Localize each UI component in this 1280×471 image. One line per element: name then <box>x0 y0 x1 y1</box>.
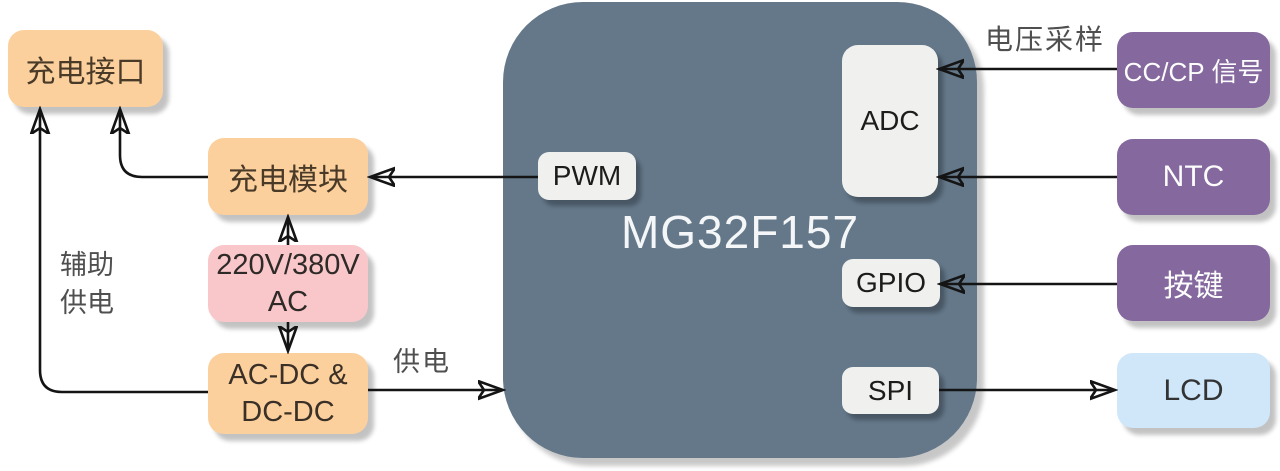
label-aux-power: 辅助 供电 <box>60 246 114 322</box>
peripheral-adc: ADC <box>842 45 938 197</box>
block-charge-port: 充电接口 <box>8 30 163 107</box>
peripheral-pwm: PWM <box>538 152 636 200</box>
block-lcd: LCD <box>1117 353 1270 428</box>
block-ac-input: 220V/380V AC <box>208 245 368 322</box>
block-keys: 按键 <box>1117 245 1270 321</box>
block-charge-module: 充电模块 <box>208 138 368 215</box>
arrow-charge-module-to-charge-port <box>120 110 208 179</box>
block-ntc: NTC <box>1117 139 1270 215</box>
block-ac-dc-converter: AC-DC & DC-DC <box>208 353 368 434</box>
block-mcu: MG32F157 PWM ADC GPIO SPI <box>503 2 977 458</box>
peripheral-gpio: GPIO <box>842 259 940 307</box>
mcu-part-number: MG32F157 <box>620 206 860 258</box>
label-aux-power-line1: 辅助 <box>60 250 114 280</box>
label-voltage-sampling: 电压采样 <box>985 24 1106 55</box>
label-aux-power-line2: 供电 <box>60 288 114 318</box>
peripheral-spi: SPI <box>842 367 939 414</box>
block-cc-cp-signal: CC/CP 信号 <box>1117 32 1270 108</box>
label-power-supply: 供电 <box>393 347 451 377</box>
